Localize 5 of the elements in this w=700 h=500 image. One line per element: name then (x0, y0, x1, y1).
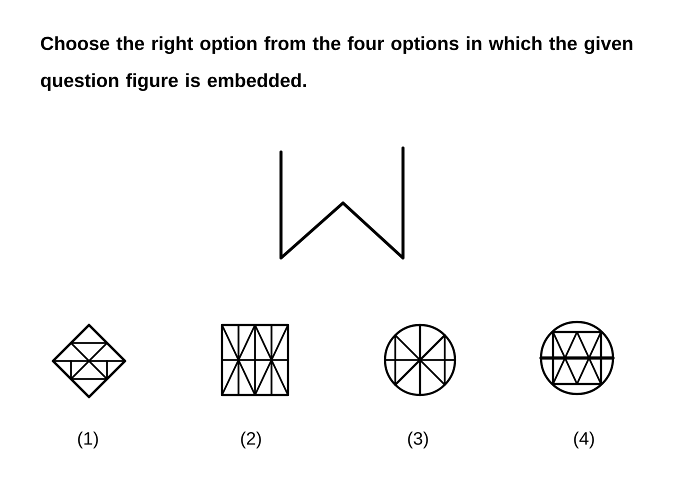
question-text: Choose the right option from the four options in which the given question figure is embedded. (40, 36, 632, 91)
option-number: (4) (574, 432, 594, 448)
option-number: (3) (408, 432, 428, 448)
option-number: (2) (241, 432, 261, 448)
option-number: (1) (78, 432, 98, 448)
